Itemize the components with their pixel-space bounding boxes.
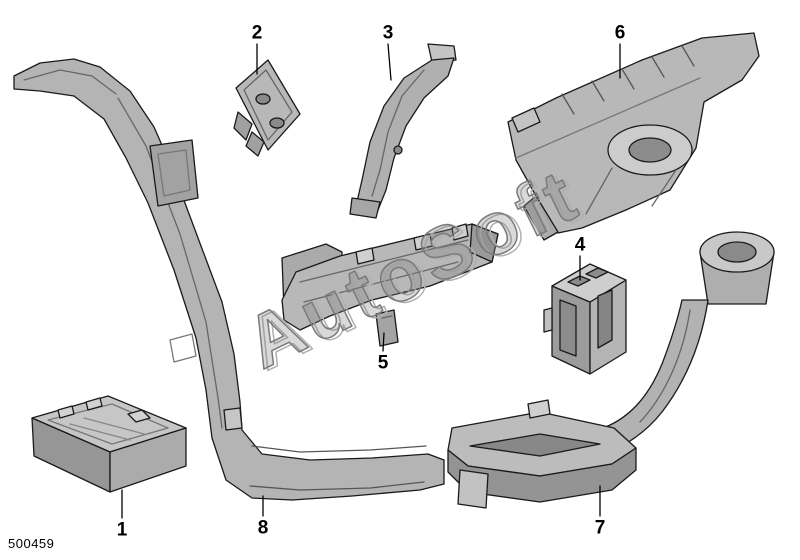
callout-4[interactable]: 4	[574, 234, 586, 256]
callout-5[interactable]: 5	[377, 352, 389, 374]
part-6-drawing	[507, 32, 760, 241]
drawing-number: 500459	[8, 536, 55, 551]
callout-1[interactable]: 1	[116, 519, 128, 541]
leader-line-3	[387, 43, 392, 81]
part-4-drawing	[543, 263, 627, 375]
part-5-drawing	[281, 223, 499, 347]
part-7-drawing	[447, 231, 775, 509]
part-2-drawing	[233, 59, 301, 157]
leader-lines	[121, 43, 621, 519]
part-3-drawing	[349, 43, 457, 219]
callout-7[interactable]: 7	[594, 517, 606, 539]
callout-6[interactable]: 6	[614, 22, 626, 44]
callout-2[interactable]: 2	[251, 22, 263, 44]
leader-line-5	[382, 332, 385, 352]
part-8-drawing	[13, 58, 445, 501]
callout-3[interactable]: 3	[382, 22, 394, 44]
callout-8[interactable]: 8	[257, 517, 269, 539]
part-1-drawing	[31, 395, 187, 493]
